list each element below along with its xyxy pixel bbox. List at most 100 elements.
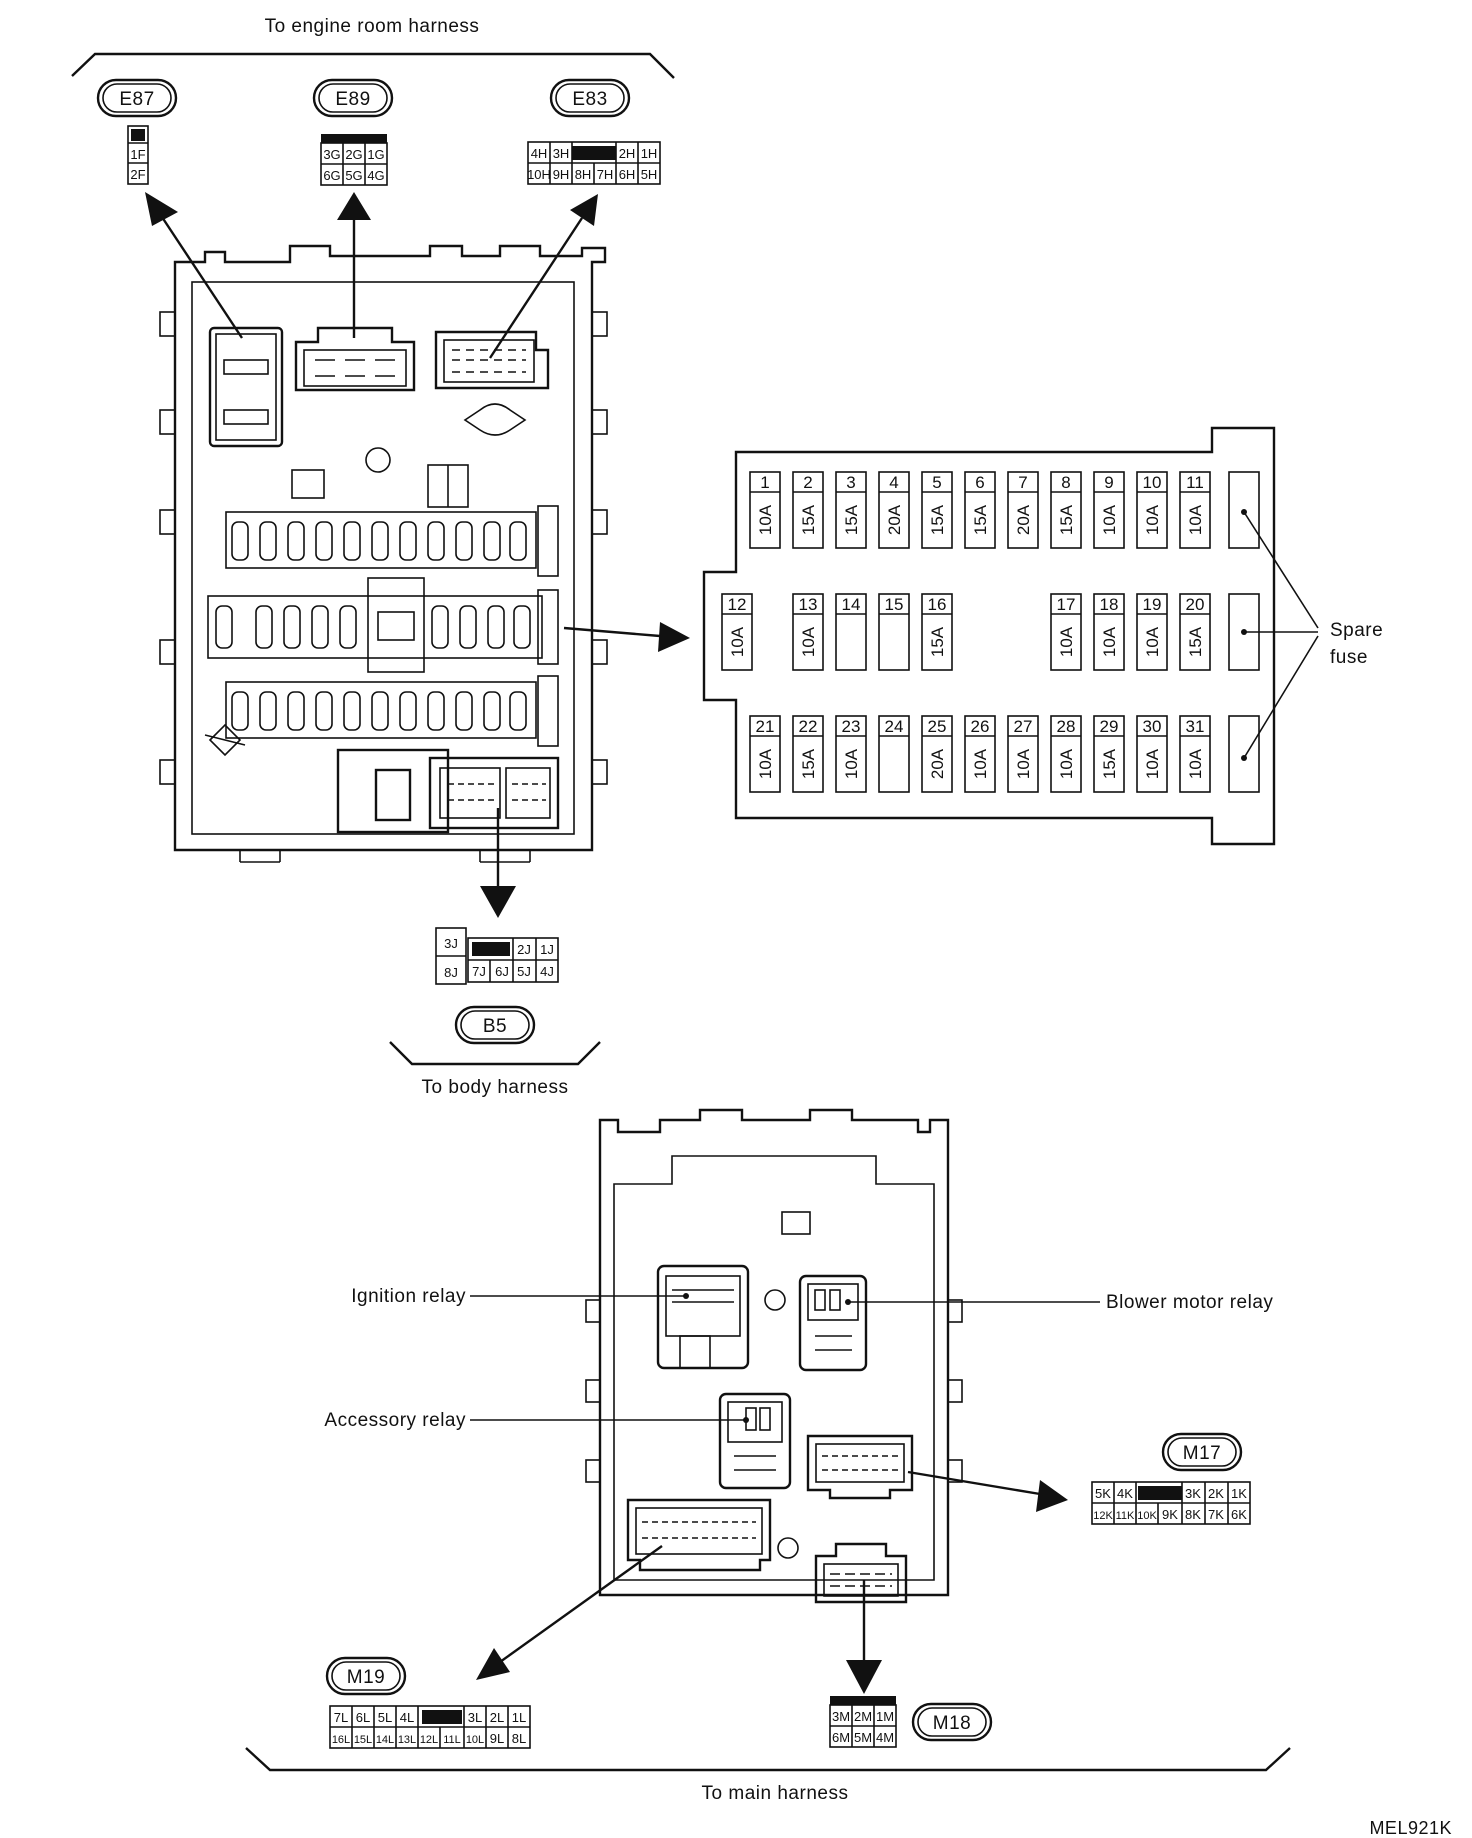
svg-text:11K: 11K [1116, 1510, 1135, 1522]
blower-motor-relay-label: Blower motor relay [1106, 1292, 1273, 1313]
connector-face-E89: 3G 2G 1G 6G 5G 4G [320, 134, 388, 186]
fuse-amperage: 10A [1057, 748, 1076, 779]
fuse-amperage: 15A [1057, 504, 1076, 535]
connector-housing-E87 [208, 326, 284, 448]
svg-text:5K: 5K [1095, 1486, 1111, 1501]
svg-text:8H: 8H [575, 167, 592, 182]
connector-housing-M18 [814, 1542, 908, 1604]
fuse-amperage: 20A [928, 748, 947, 779]
svg-text:M18: M18 [933, 1713, 971, 1734]
fuse-number: 15 [885, 595, 904, 614]
fuse-number: 18 [1100, 595, 1119, 614]
svg-text:6K: 6K [1231, 1507, 1247, 1522]
connector-id-E83: E83 [549, 78, 631, 118]
connector-face-E83: 4H 3H 2H 1H 10H 9H 8H 7H 6H 5H [527, 141, 661, 185]
main-harness-label: To main harness [702, 1783, 849, 1804]
fuse-number: 6 [975, 473, 984, 492]
svg-text:6J: 6J [495, 964, 509, 979]
fuse-amperage: 10A [1186, 748, 1205, 779]
svg-text:10H: 10H [527, 167, 551, 182]
svg-text:E89: E89 [335, 89, 370, 110]
connector-housing-M17 [806, 1434, 914, 1500]
connector-housing-E83 [434, 330, 550, 390]
fuse-number: 13 [799, 595, 818, 614]
svg-text:B5: B5 [483, 1016, 507, 1037]
fuse-amperage: 15A [1100, 748, 1119, 779]
svg-text:1F: 1F [130, 147, 145, 162]
svg-text:8J: 8J [444, 965, 458, 980]
svg-text:3H: 3H [553, 146, 570, 161]
svg-text:8K: 8K [1185, 1507, 1201, 1522]
fuse-amperage: 20A [885, 504, 904, 535]
fuse-number: 27 [1014, 717, 1033, 736]
svg-text:6G: 6G [323, 168, 340, 183]
spare-fuses [1228, 471, 1319, 793]
fuse-amperage: 10A [1100, 504, 1119, 535]
svg-text:4M: 4M [876, 1730, 894, 1745]
fuse-number: 21 [756, 717, 775, 736]
svg-text:1L: 1L [512, 1710, 526, 1725]
fuse-amperage: 10A [1143, 748, 1162, 779]
connector-face-M18: 3M 2M 1M 6M 5M 4M [829, 1696, 897, 1748]
fuse-number: 3 [846, 473, 855, 492]
fuse-number: 31 [1186, 717, 1205, 736]
connector-id-E89: E89 [312, 78, 394, 118]
svg-text:9L: 9L [490, 1731, 504, 1746]
fuse-15: 15 [878, 593, 910, 671]
fuse-number: 2 [803, 473, 812, 492]
fuse-row-1: 110A215A315A420A515A615A720A815A910A1010… [749, 471, 1211, 549]
figure-code: MEL921K [1369, 1818, 1452, 1838]
svg-text:2J: 2J [517, 942, 531, 957]
fuse-amperage: 10A [756, 748, 775, 779]
fuse-number: 22 [799, 717, 818, 736]
svg-text:5G: 5G [345, 168, 362, 183]
connector-face-M19: 7L 6L 5L 4L 3L 2L 1L 16L 15L 14L 13L 12L… [329, 1705, 531, 1749]
fuse-number: 1 [760, 473, 769, 492]
fuse-number: 25 [928, 717, 947, 736]
svg-text:8L: 8L [512, 1731, 526, 1746]
fuse-amperage: 10A [728, 626, 747, 657]
connector-face-E87: 1F 2F [127, 125, 149, 185]
svg-text:15L: 15L [354, 1734, 372, 1746]
fuse-number: 17 [1057, 595, 1076, 614]
svg-text:12L: 12L [420, 1734, 438, 1746]
fuse-number: 28 [1057, 717, 1076, 736]
svg-text:M17: M17 [1183, 1443, 1221, 1464]
svg-text:4L: 4L [400, 1710, 414, 1725]
ignition-relay [656, 1264, 750, 1370]
svg-text:2K: 2K [1208, 1486, 1224, 1501]
fuse-21: 21 10A [749, 715, 781, 793]
svg-text:10K: 10K [1137, 1510, 1157, 1522]
fuse-slots-row-3 [225, 675, 559, 747]
arrows-bottom-block [476, 1470, 1068, 1694]
svg-text:5J: 5J [517, 964, 531, 979]
fuse-number: 23 [842, 717, 861, 736]
fuse-amperage: 15A [1186, 626, 1205, 657]
svg-text:16L: 16L [332, 1734, 350, 1746]
fuse-amperage: 10A [971, 748, 990, 779]
svg-text:3L: 3L [468, 1710, 482, 1725]
svg-text:5L: 5L [378, 1710, 392, 1725]
fuse-amperage: 10A [1057, 626, 1076, 657]
svg-text:1H: 1H [641, 146, 658, 161]
svg-text:9H: 9H [553, 167, 570, 182]
engine-room-bracket [71, 52, 675, 79]
svg-text:14L: 14L [376, 1734, 394, 1746]
connector-face-M17: 5K 4K 3K 2K 1K 12K 11K 10K 9K 8K 7K 6K [1091, 1481, 1251, 1525]
svg-text:2L: 2L [490, 1710, 504, 1725]
fuse-number: 5 [932, 473, 941, 492]
spare-fuse-label-2: fuse [1330, 647, 1368, 668]
svg-text:7K: 7K [1208, 1507, 1224, 1522]
